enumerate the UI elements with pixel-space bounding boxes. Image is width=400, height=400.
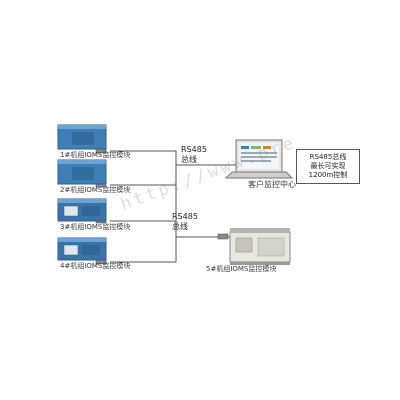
compressor-unit-2 bbox=[57, 159, 107, 185]
bus-label-middle: RS485 总线 bbox=[172, 212, 198, 232]
bus-label-top-line2: 总线 bbox=[181, 155, 197, 164]
bus-label-top: RS485 总线 bbox=[181, 145, 207, 165]
bus-label-top-line1: RS485 bbox=[181, 145, 207, 154]
note-line-1: RS485总线 bbox=[309, 153, 347, 161]
compressor-unit-3 bbox=[57, 198, 107, 222]
bus-label-middle-line1: RS485 bbox=[172, 212, 198, 221]
unit-label-1: 1#机组IOMS监控模块 bbox=[60, 151, 131, 159]
center-label: 客户监控中心 bbox=[248, 180, 296, 189]
bus-label-middle-line2: 总线 bbox=[172, 222, 188, 231]
module-box-5 bbox=[217, 233, 229, 240]
unit-label-4: 4#机组IOMS监控模块 bbox=[60, 262, 131, 270]
note-line-3: 1200m控制 bbox=[308, 171, 348, 179]
bus-line-unit-1 bbox=[110, 150, 177, 262]
compressor-unit-4 bbox=[57, 237, 107, 261]
compressor-unit-1 bbox=[57, 124, 107, 150]
laptop-icon bbox=[224, 139, 294, 179]
unit-label-2: 2#机组IOMS监控模块 bbox=[60, 186, 131, 194]
rs485-note-box: RS485总线 最长可实现 1200m控制 bbox=[296, 149, 360, 184]
note-line-2: 最长可实现 bbox=[310, 162, 346, 170]
compressor-unit-5 bbox=[229, 228, 291, 265]
unit-label-3: 3#机组IOMS监控模块 bbox=[60, 223, 131, 231]
unit-label-5: 5#机组IOMS监控模块 bbox=[206, 265, 277, 273]
bus-lines bbox=[110, 150, 240, 263]
